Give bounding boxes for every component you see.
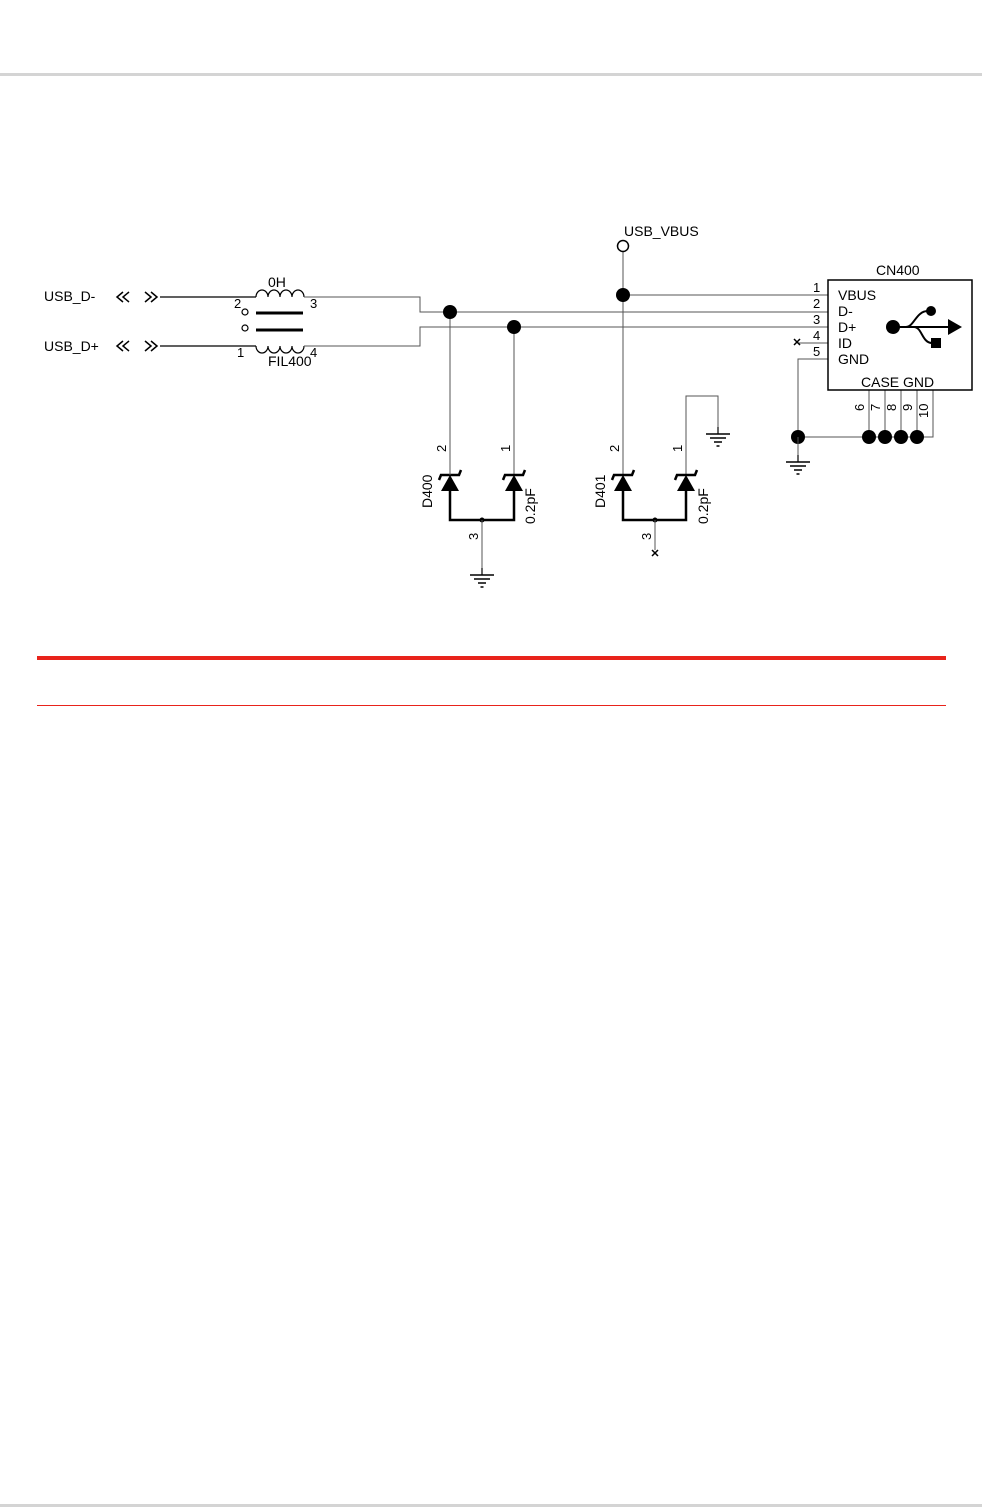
filter-value: 0H xyxy=(268,274,286,290)
connector-pin-name: D+ xyxy=(838,319,856,335)
red-divider-thick xyxy=(37,656,946,660)
red-divider-thin xyxy=(37,705,946,706)
diode-pin: 3 xyxy=(639,533,654,540)
junction-dot xyxy=(910,430,924,444)
signal-label-usb-dp: USB_D+ xyxy=(44,338,99,354)
junction-dot xyxy=(894,430,908,444)
junction-dot xyxy=(507,320,521,334)
diode-value: 0.2pF xyxy=(695,488,711,524)
connector-case-label: CASE GND xyxy=(861,374,934,390)
bottom-rule xyxy=(0,1504,982,1507)
case-pin-num: 8 xyxy=(884,404,899,411)
filter-pin-3: 3 xyxy=(310,296,317,311)
diode-pin: 2 xyxy=(607,445,622,452)
diode-value: 0.2pF xyxy=(522,488,538,524)
connector-pin-num: 5 xyxy=(813,344,820,359)
connector-pin-num: 2 xyxy=(813,296,820,311)
diode-pin: 3 xyxy=(466,533,481,540)
filter-pin-1: 1 xyxy=(237,345,244,360)
usb-schematic: USB_D- USB_D+ 0H FIL400 2 3 1 4 xyxy=(0,0,982,640)
no-connect-marker xyxy=(794,339,800,345)
signal-label-vbus: USB_VBUS xyxy=(624,223,699,239)
ground-icon xyxy=(786,455,810,474)
ground-icon xyxy=(706,427,730,446)
junction-dot xyxy=(862,430,876,444)
connector-pin-name: ID xyxy=(838,335,852,351)
connector-pin-num: 1 xyxy=(813,280,820,295)
filter-fil400 xyxy=(242,290,304,353)
diode-d400 xyxy=(439,470,525,568)
diode-pin: 1 xyxy=(498,445,513,452)
junction-dot xyxy=(616,288,630,302)
connector-pin-name: GND xyxy=(838,351,869,367)
diode-d401 xyxy=(612,470,697,556)
connector-pin-name: VBUS xyxy=(838,287,876,303)
ground-icon xyxy=(470,568,494,587)
connector-pin-num: 3 xyxy=(813,312,820,327)
connector-pin-num: 4 xyxy=(813,328,820,343)
vbus-testpoint xyxy=(618,241,629,252)
diode-ref: D401 xyxy=(592,474,608,508)
filter-ref: FIL400 xyxy=(268,353,312,369)
case-pin-num: 7 xyxy=(868,404,883,411)
case-pin-num: 10 xyxy=(916,404,931,418)
filter-pin-4: 4 xyxy=(310,345,317,360)
signal-label-usb-dm: USB_D- xyxy=(44,288,96,304)
diode-pin: 1 xyxy=(670,445,685,452)
port-arrow-usb-dm xyxy=(117,292,157,302)
connector-ref: CN400 xyxy=(876,262,920,278)
case-pin-num: 9 xyxy=(900,404,915,411)
junction-dot xyxy=(878,430,892,444)
case-pin-num: 6 xyxy=(852,404,867,411)
diode-pin: 2 xyxy=(434,445,449,452)
filter-pin-2: 2 xyxy=(234,296,241,311)
port-arrow-usb-dp xyxy=(117,341,157,351)
connector-pin-name: D- xyxy=(838,303,853,319)
junction-dot xyxy=(443,305,457,319)
diode-ref: D400 xyxy=(419,474,435,508)
